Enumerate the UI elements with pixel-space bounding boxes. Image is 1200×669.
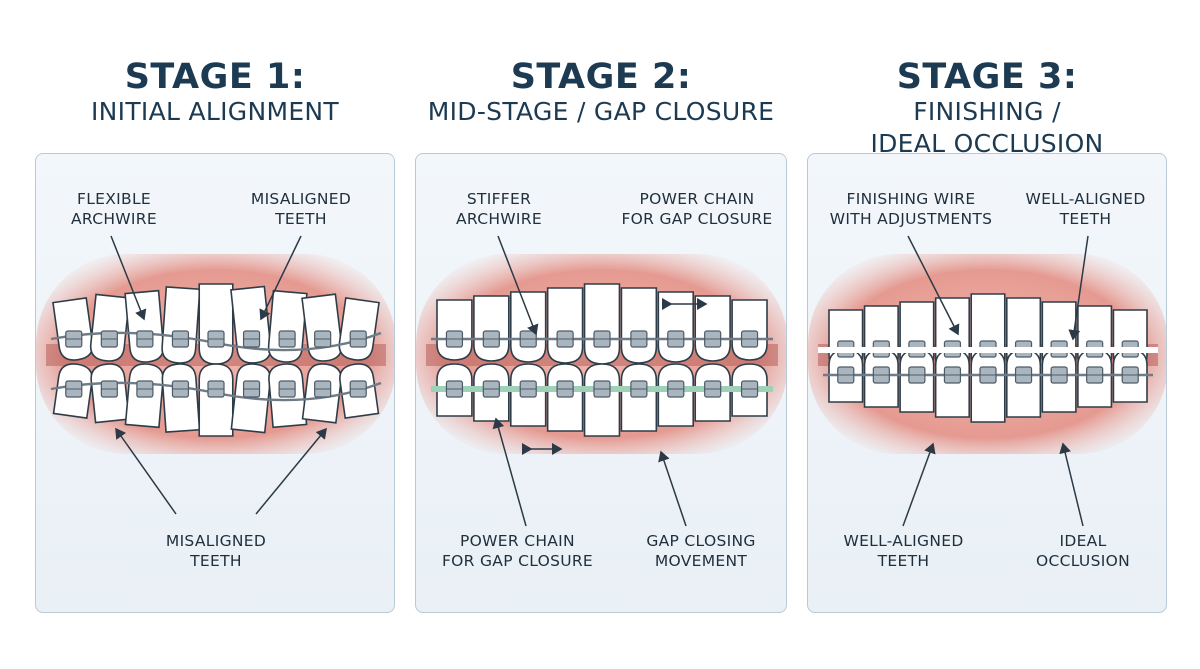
lower-tooth: [970, 349, 1006, 423]
upper-tooth: [583, 283, 621, 365]
stage-2-illustration: [416, 235, 786, 527]
pointer-line: [110, 235, 147, 321]
pointer-line: [497, 235, 539, 336]
upper-tooth: [731, 299, 768, 361]
pointer-line: [902, 442, 936, 527]
stage-2-subtitle: MID-STAGE / GAP CLOSURE: [427, 97, 775, 126]
upper-tooth: [620, 287, 658, 364]
stage-2-label-power-chain-bottom: POWER CHAIN FOR GAP CLOSURE: [441, 532, 594, 570]
stage-1-title: STAGE 1: INITIAL ALIGNMENT: [35, 58, 395, 128]
upper-tooth: [89, 293, 131, 362]
upper-tooth: [657, 291, 695, 363]
stage-3-subtitle: FINISHING / IDEAL OCCLUSION: [870, 97, 1104, 158]
pointer-line: [1059, 442, 1084, 527]
upper-tooth: [124, 289, 165, 363]
stage-1-illustration: [36, 235, 394, 515]
stage-2-title: STAGE 2: MID-STAGE / GAP CLOSURE: [415, 58, 787, 128]
stage-3-label-well-aligned-top: WELL-ALIGNED TEETH: [1025, 190, 1146, 228]
stage-1-number: STAGE 1:: [124, 57, 306, 97]
occlusion-line: [818, 347, 1158, 353]
lower-tooth: [198, 363, 234, 437]
stage-1-label-misaligned-teeth-bottom: MISALIGNED TEETH: [165, 532, 267, 570]
stage-3-illustration: [808, 235, 1166, 527]
stage-2-panel: STIFFER ARCHWIRE POWER CHAIN FOR GAP CLO…: [415, 153, 787, 613]
stage-2-label-power-chain-top: POWER CHAIN FOR GAP CLOSURE: [621, 190, 773, 228]
stage-2-label-stiffer-archwire: STIFFER ARCHWIRE: [456, 190, 542, 228]
pointer-line: [1068, 235, 1089, 341]
pointer-line: [115, 427, 177, 515]
upper-tooth: [473, 295, 510, 362]
upper-tooth: [161, 286, 201, 364]
stage-3-label-well-aligned-bottom: WELL-ALIGNED TEETH: [843, 532, 964, 570]
upper-tooth: [338, 297, 380, 361]
stage-3-label-ideal-occlusion: IDEAL OCCLUSION: [1036, 532, 1130, 570]
pointer-line: [259, 235, 302, 321]
stage-2-label-gap-closing-movement: GAP CLOSING MOVEMENT: [646, 532, 756, 570]
pointer-line: [492, 417, 527, 527]
stage-2-number: STAGE 2:: [510, 57, 692, 97]
stage-1-label-flexible-archwire: FLEXIBLE ARCHWIRE: [71, 190, 157, 228]
upper-tooth: [436, 299, 473, 361]
upper-tooth: [509, 291, 547, 363]
stage-1-label-misaligned-teeth-top: MISALIGNED TEETH: [250, 190, 352, 228]
upper-tooth: [546, 287, 584, 364]
stage-3-title: STAGE 3: FINISHING / IDEAL OCCLUSION: [807, 58, 1167, 160]
lower-tooth: [161, 363, 201, 433]
pointer-line: [658, 450, 687, 527]
stage-1-subtitle: INITIAL ALIGNMENT: [91, 97, 339, 126]
stage-1-panel: FLEXIBLE ARCHWIRE MISALIGNED TEETH MISAL…: [35, 153, 395, 613]
upper-tooth: [230, 285, 272, 364]
stage-3-panel: FINISHING WIRE WITH ADJUSTMENTS WELL-ALI…: [807, 153, 1167, 613]
upper-tooth: [198, 283, 234, 365]
pointer-line: [907, 235, 960, 336]
upper-tooth: [694, 295, 731, 362]
pointer-line: [255, 427, 327, 515]
stage-3-label-finishing-wire: FINISHING WIRE WITH ADJUSTMENTS: [829, 190, 993, 228]
lower-tooth: [583, 363, 621, 437]
stage-3-number: STAGE 3:: [896, 57, 1078, 97]
upper-tooth: [267, 289, 308, 363]
